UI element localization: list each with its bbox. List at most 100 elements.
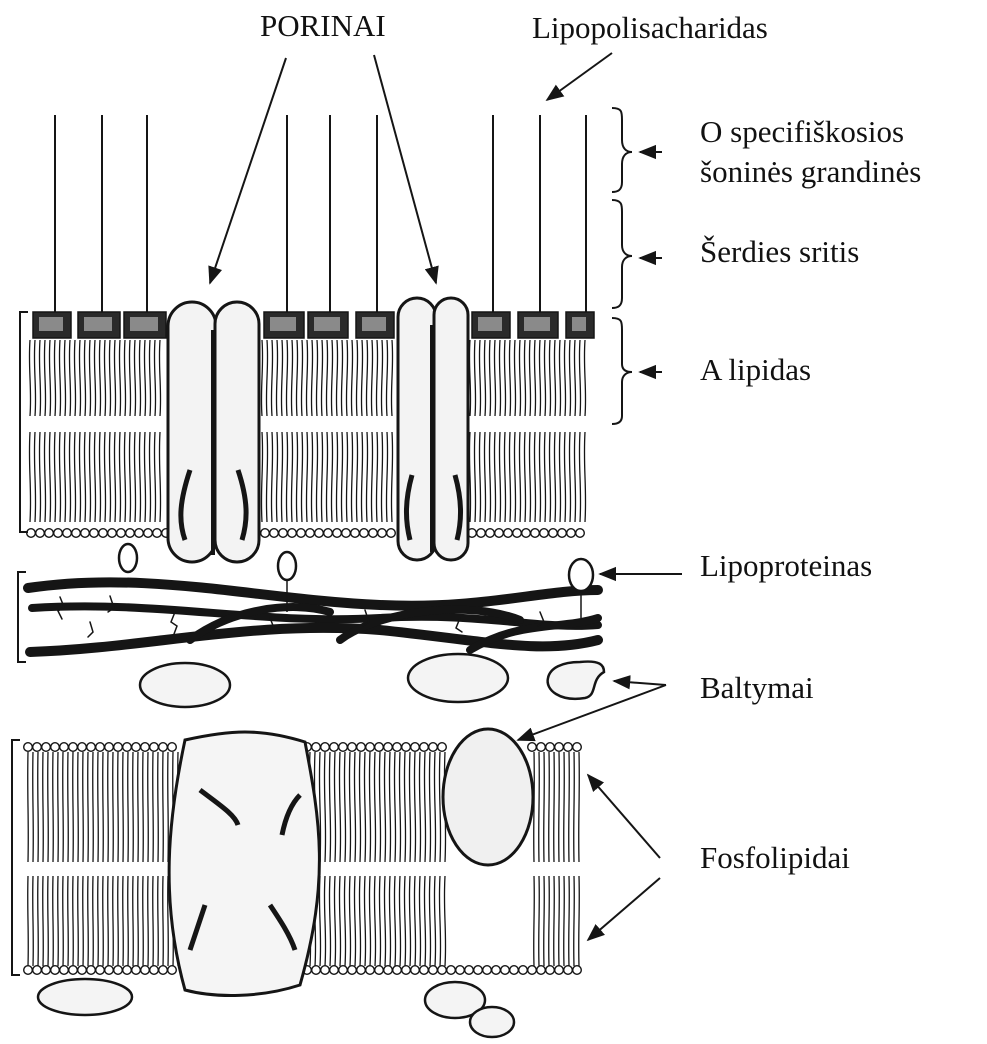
inner-membrane-tail-upper (374, 752, 375, 862)
inner-membrane-tail-lower (83, 876, 84, 966)
head-group-circle (366, 966, 375, 975)
outer-leaflet-tail (494, 432, 495, 522)
head-group-circle (69, 966, 78, 975)
head-group-circle (393, 966, 402, 975)
outer-leaflet-tail (281, 432, 282, 522)
head-group-circle (69, 743, 78, 752)
outer-leaflet-tail (386, 432, 387, 522)
head-group-circle (546, 743, 555, 752)
head-group-circle (411, 966, 420, 975)
lipid-a-tail (89, 340, 90, 416)
lipid-a-tail (49, 340, 50, 416)
outer-leaflet-tail (129, 432, 130, 522)
outer-leaflet-tail (569, 432, 570, 522)
head-group-circle (357, 743, 366, 752)
lipid-a-tail (109, 340, 110, 416)
lipid-a-tail (39, 340, 40, 416)
lipid-a-tail (366, 340, 367, 416)
outer-leaflet-tail (391, 432, 392, 522)
head-group-circle (159, 743, 168, 752)
inner-membrane-tail-upper (394, 752, 395, 862)
outer-leaflet-tail (286, 432, 287, 522)
head-group-circle (330, 966, 339, 975)
inner-membrane-tail-lower (58, 876, 59, 966)
head-group-circle (576, 529, 585, 538)
head-group-circle (132, 966, 141, 975)
outer-leaflet-tail (134, 432, 135, 522)
head-group-circle (573, 966, 582, 975)
head-group-circle (33, 966, 42, 975)
head-group-circle (333, 529, 342, 538)
head-group-circle (105, 966, 114, 975)
inner-membrane-tail-lower (569, 876, 570, 966)
outer-leaflet-tail (539, 432, 540, 522)
outer-leaflet-tail (509, 432, 510, 522)
lipid-a-tail (524, 340, 525, 416)
head-group-circle (555, 966, 564, 975)
inner-membrane-tail-lower (103, 876, 104, 966)
head-group-circle (51, 966, 60, 975)
head-group-circle (447, 966, 456, 975)
lipid-a-tail (44, 340, 45, 416)
outer-leaflet-tail (34, 432, 35, 522)
inner-membrane-tail-lower (349, 876, 350, 966)
head-group-circle (78, 966, 87, 975)
head-group-circle (168, 743, 177, 752)
inner-membrane-tail-upper (103, 752, 104, 862)
outer-leaflet-tail (119, 432, 120, 522)
lipid-a-tail (509, 340, 510, 416)
inner-membrane-tail-upper (354, 752, 355, 862)
head-group-circle (555, 743, 564, 752)
inner-membrane-tail-lower (579, 876, 580, 966)
lipid-a-tail (534, 340, 535, 416)
head-group-circle (504, 529, 513, 538)
head-group-circle (108, 529, 117, 538)
lipid-a-tail (54, 340, 55, 416)
outer-membrane-head-groups (27, 529, 585, 538)
outer-leaflet-tail (366, 432, 367, 522)
inner-membrane-tail-upper (43, 752, 44, 862)
lipid-a-tail (539, 340, 540, 416)
core-block-texture (362, 317, 386, 331)
head-group-circle (114, 743, 123, 752)
outer-leaflet-tail (351, 432, 352, 522)
lipid-a-tail (129, 340, 130, 416)
outer-leaflet-tail (321, 432, 322, 522)
head-group-circle (51, 743, 60, 752)
head-group-circle (420, 743, 429, 752)
outer-leaflet-tail (261, 432, 262, 522)
inner-membrane-tail-lower (93, 876, 94, 966)
outer-leaflet-tail (504, 432, 505, 522)
outer-leaflet-tail (99, 432, 100, 522)
outer-leaflet-tail (149, 432, 150, 522)
inner-membrane-tail-lower (68, 876, 69, 966)
inner-membrane-tail-lower (544, 876, 545, 966)
inner-membrane-tail-lower (88, 876, 89, 966)
head-group-circle (402, 743, 411, 752)
inner-membrane-tail-upper (38, 752, 39, 862)
head-group-circle (81, 529, 90, 538)
head-group-circle (351, 529, 360, 538)
lipid-a-tail (529, 340, 530, 416)
lipid-a-tail (64, 340, 65, 416)
lipid-a-tail (579, 340, 580, 416)
head-group-circle (144, 529, 153, 538)
inner-membrane-tail-upper (53, 752, 54, 862)
head-group-circle (384, 743, 393, 752)
inner-membrane-tail-upper (123, 752, 124, 862)
inner-membrane-tail-lower (108, 876, 109, 966)
lipid-a-tail (154, 340, 155, 416)
head-group-circle (492, 966, 501, 975)
head-group-circle (132, 743, 141, 752)
outer-leaflet-tail (54, 432, 55, 522)
head-group-circle (369, 529, 378, 538)
outer-leaflet-tail (144, 432, 145, 522)
outer-leaflet-tail (266, 432, 267, 522)
lipid-a-tail (519, 340, 520, 416)
lipid-a-tail (79, 340, 80, 416)
lipid-a-tail (266, 340, 267, 416)
inner-membrane-tail-upper (344, 752, 345, 862)
inner-membrane-tail-upper (429, 752, 430, 862)
inner-membrane-tail-lower (389, 876, 390, 966)
inner-membrane-tail-lower (334, 876, 335, 966)
